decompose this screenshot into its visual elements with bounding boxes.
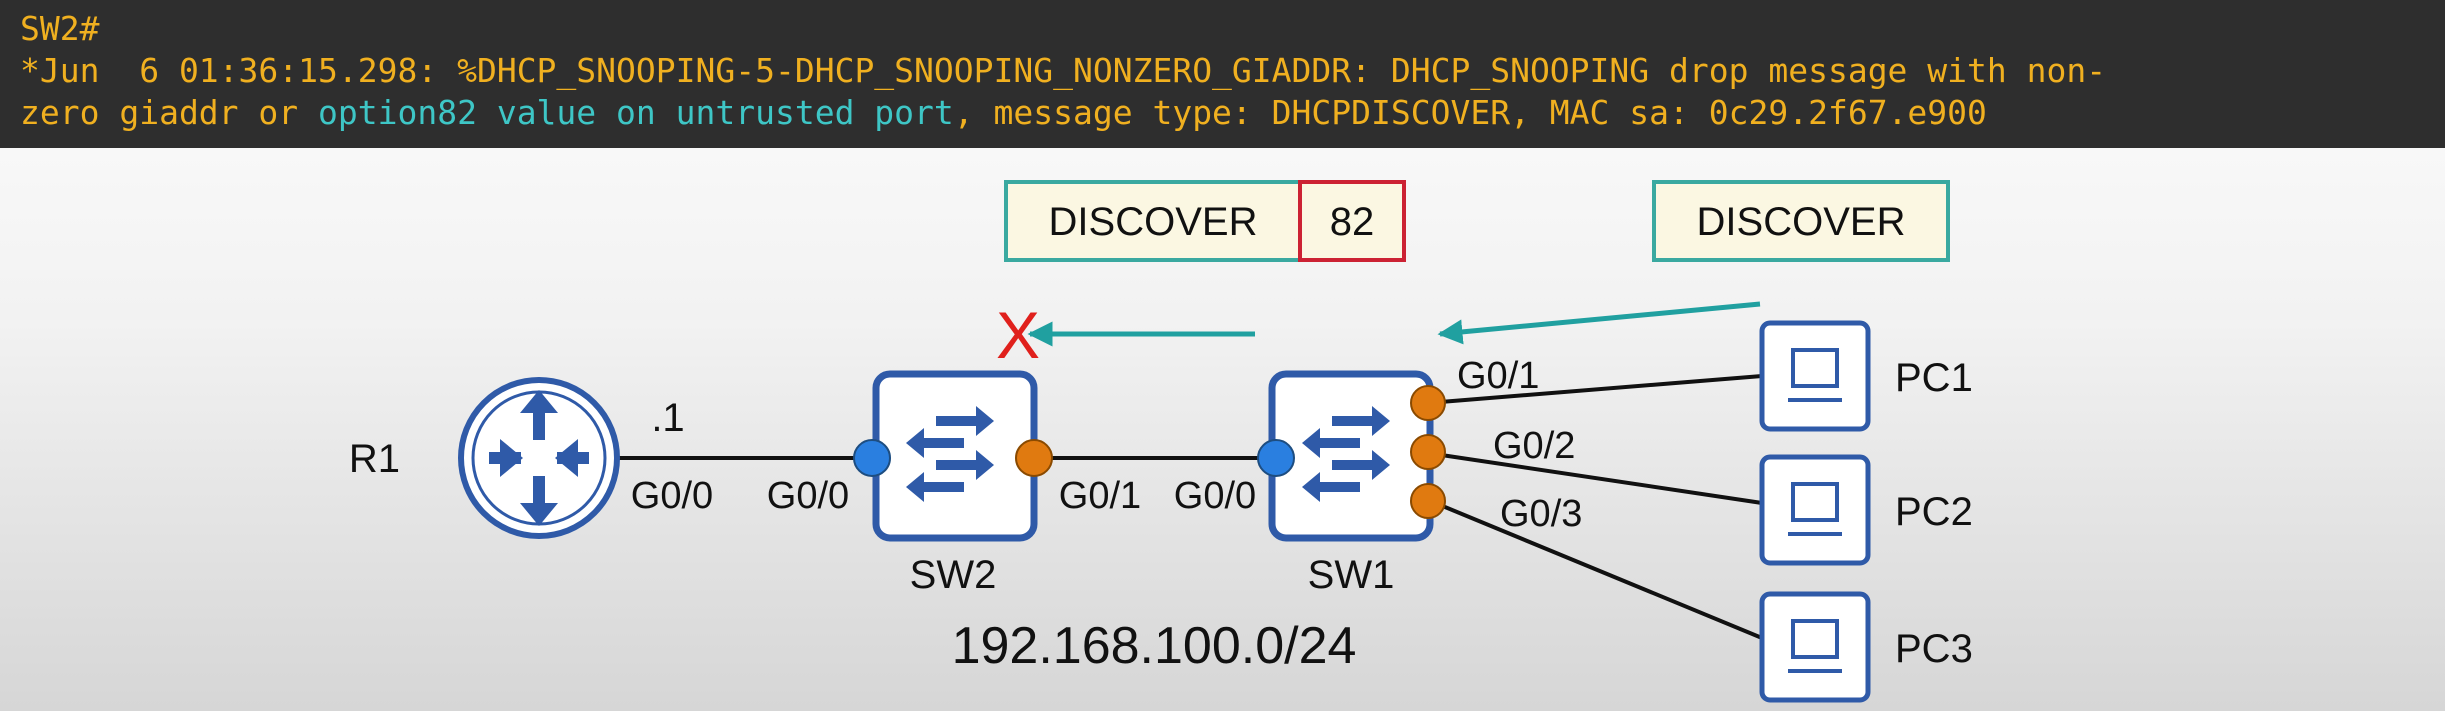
sw1-port-g03-label: G0/3 xyxy=(1500,493,1582,535)
sw2-switch-icon xyxy=(872,370,1038,542)
sw1-name: SW1 xyxy=(1308,553,1395,597)
sw2-g01-untrusted-port xyxy=(1015,439,1053,477)
option82-label: 82 xyxy=(1330,200,1375,244)
log-line-1: *Jun 6 01:36:15.298: %DHCP_SNOOPING-5-DH… xyxy=(20,51,2107,90)
drop-x-icon: X xyxy=(996,298,1040,372)
discover-label-pc: DISCOVER xyxy=(1697,200,1906,244)
sw1-g01-untrusted-port xyxy=(1410,385,1446,421)
log-line-2-highlight: option82 value on untrusted port xyxy=(318,93,954,132)
sw1-g00-trusted-port xyxy=(1257,439,1295,477)
router-icon xyxy=(458,377,620,539)
network-diagram: DISCOVER 82 DISCOVER X R1 .1 G0/0 xyxy=(349,180,1973,703)
sw1-switch-icon xyxy=(1268,370,1434,542)
terminal-output: SW2# *Jun 6 01:36:15.298: %DHCP_SNOOPING… xyxy=(0,0,2445,148)
sw1-g02-untrusted-port xyxy=(1410,434,1446,470)
option82-box xyxy=(1298,180,1406,262)
log-line-2-end: , message type: DHCPDISCOVER, MAC sa: 0c… xyxy=(953,93,1987,132)
sw2-g00-trusted-port xyxy=(853,439,891,477)
sw1-port-g01-label: G0/1 xyxy=(1457,355,1539,397)
log-line-2-start: zero giaddr or xyxy=(20,93,319,132)
pc3-name: PC3 xyxy=(1895,627,1973,671)
link-sw1-pc2 xyxy=(1427,451,1763,505)
terminal-prompt: SW2# xyxy=(20,9,100,48)
discover-message-pc: DISCOVER xyxy=(1652,180,1950,262)
pc2-name: PC2 xyxy=(1895,490,1973,534)
discover-box-pc xyxy=(1652,180,1950,262)
discover-label-sw2: DISCOVER xyxy=(1049,200,1258,244)
sw1-port-g02-label: G0/2 xyxy=(1493,425,1575,467)
sw2-port-left-label: G0/0 xyxy=(767,475,849,517)
sw1-g03-untrusted-port xyxy=(1410,483,1446,519)
pc3-pc-icon xyxy=(1759,591,1871,703)
pc1-name: PC1 xyxy=(1895,356,1973,400)
sw2-port-right-label: G0/1 xyxy=(1059,475,1141,517)
link-sw1-pc3 xyxy=(1427,498,1763,640)
arrow-pc1-to-sw1 xyxy=(1437,301,1761,345)
r1-port-label: G0/0 xyxy=(631,475,713,517)
pc2-pc-icon xyxy=(1759,454,1871,566)
link-sw1-pc1 xyxy=(1427,374,1763,405)
discover-box-sw2 xyxy=(1004,180,1302,262)
r1-ip-suffix: .1 xyxy=(651,396,684,440)
sw2-name: SW2 xyxy=(910,553,997,597)
discover-option82-message: DISCOVER 82 xyxy=(1004,180,1406,262)
network-subnet: 192.168.100.0/24 xyxy=(952,617,1357,675)
pc1-pc-icon xyxy=(1759,320,1871,432)
r1-name: R1 xyxy=(349,437,400,481)
sw1-port-left-label: G0/0 xyxy=(1174,475,1256,517)
